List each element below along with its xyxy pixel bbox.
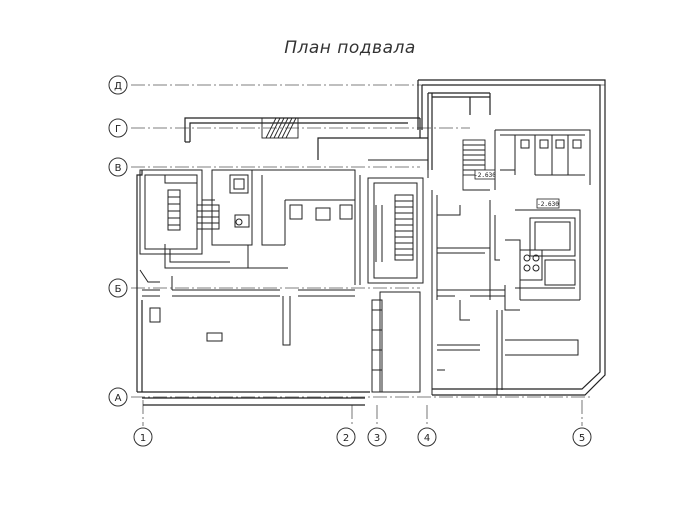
row-axis-d-marker: Д xyxy=(108,75,128,95)
column-axis-5-marker: 5 xyxy=(572,427,592,447)
right-stair xyxy=(462,139,490,191)
column-axis-4-label: 4 xyxy=(424,433,430,444)
column-axis-3-marker: 3 xyxy=(367,427,387,447)
upper-left-rooms xyxy=(139,169,361,285)
column-axis-3-label: 3 xyxy=(374,433,380,444)
row-axis-a-marker: А xyxy=(108,387,128,407)
column-axis-markers: 1 2 3 4 5 xyxy=(133,427,592,447)
level-mark-2: -2.630 xyxy=(536,198,560,209)
level-mark-1-label: -2.630 xyxy=(474,172,496,179)
row-axis-g-marker: Г xyxy=(108,118,128,138)
toilet-block xyxy=(494,129,591,190)
column-axis-4-marker: 4 xyxy=(417,427,437,447)
column-axis-2-label: 2 xyxy=(343,433,349,444)
row-axis-b-marker: Б xyxy=(108,278,128,298)
outer-walls xyxy=(136,79,606,406)
axis-grid xyxy=(131,84,605,426)
row-axis-v-marker: В xyxy=(108,157,128,177)
level-mark-1: -2.630 xyxy=(474,169,496,180)
kitchen-block xyxy=(505,209,581,301)
column-axis-1-label: 1 xyxy=(140,433,146,444)
level-mark-2-label: -2.630 xyxy=(537,201,559,208)
column-axis-2-marker: 2 xyxy=(336,427,356,447)
lower-left-room xyxy=(139,269,355,346)
top-stair xyxy=(261,117,299,139)
column-axis-1-marker: 1 xyxy=(133,427,153,447)
column-axis-5-label: 5 xyxy=(579,433,585,444)
row-axis-g-label: Г xyxy=(115,124,121,135)
plan-title: План подвала xyxy=(284,38,416,58)
central-stair-block xyxy=(367,159,429,393)
row-axis-d-label: Д xyxy=(114,81,122,92)
row-axis-markers: Д Г В Б А xyxy=(108,75,128,407)
row-axis-v-label: В xyxy=(115,163,122,174)
right-wing-rooms xyxy=(431,190,579,395)
row-axis-b-label: Б xyxy=(115,284,122,295)
row-axis-a-label: А xyxy=(115,393,122,404)
